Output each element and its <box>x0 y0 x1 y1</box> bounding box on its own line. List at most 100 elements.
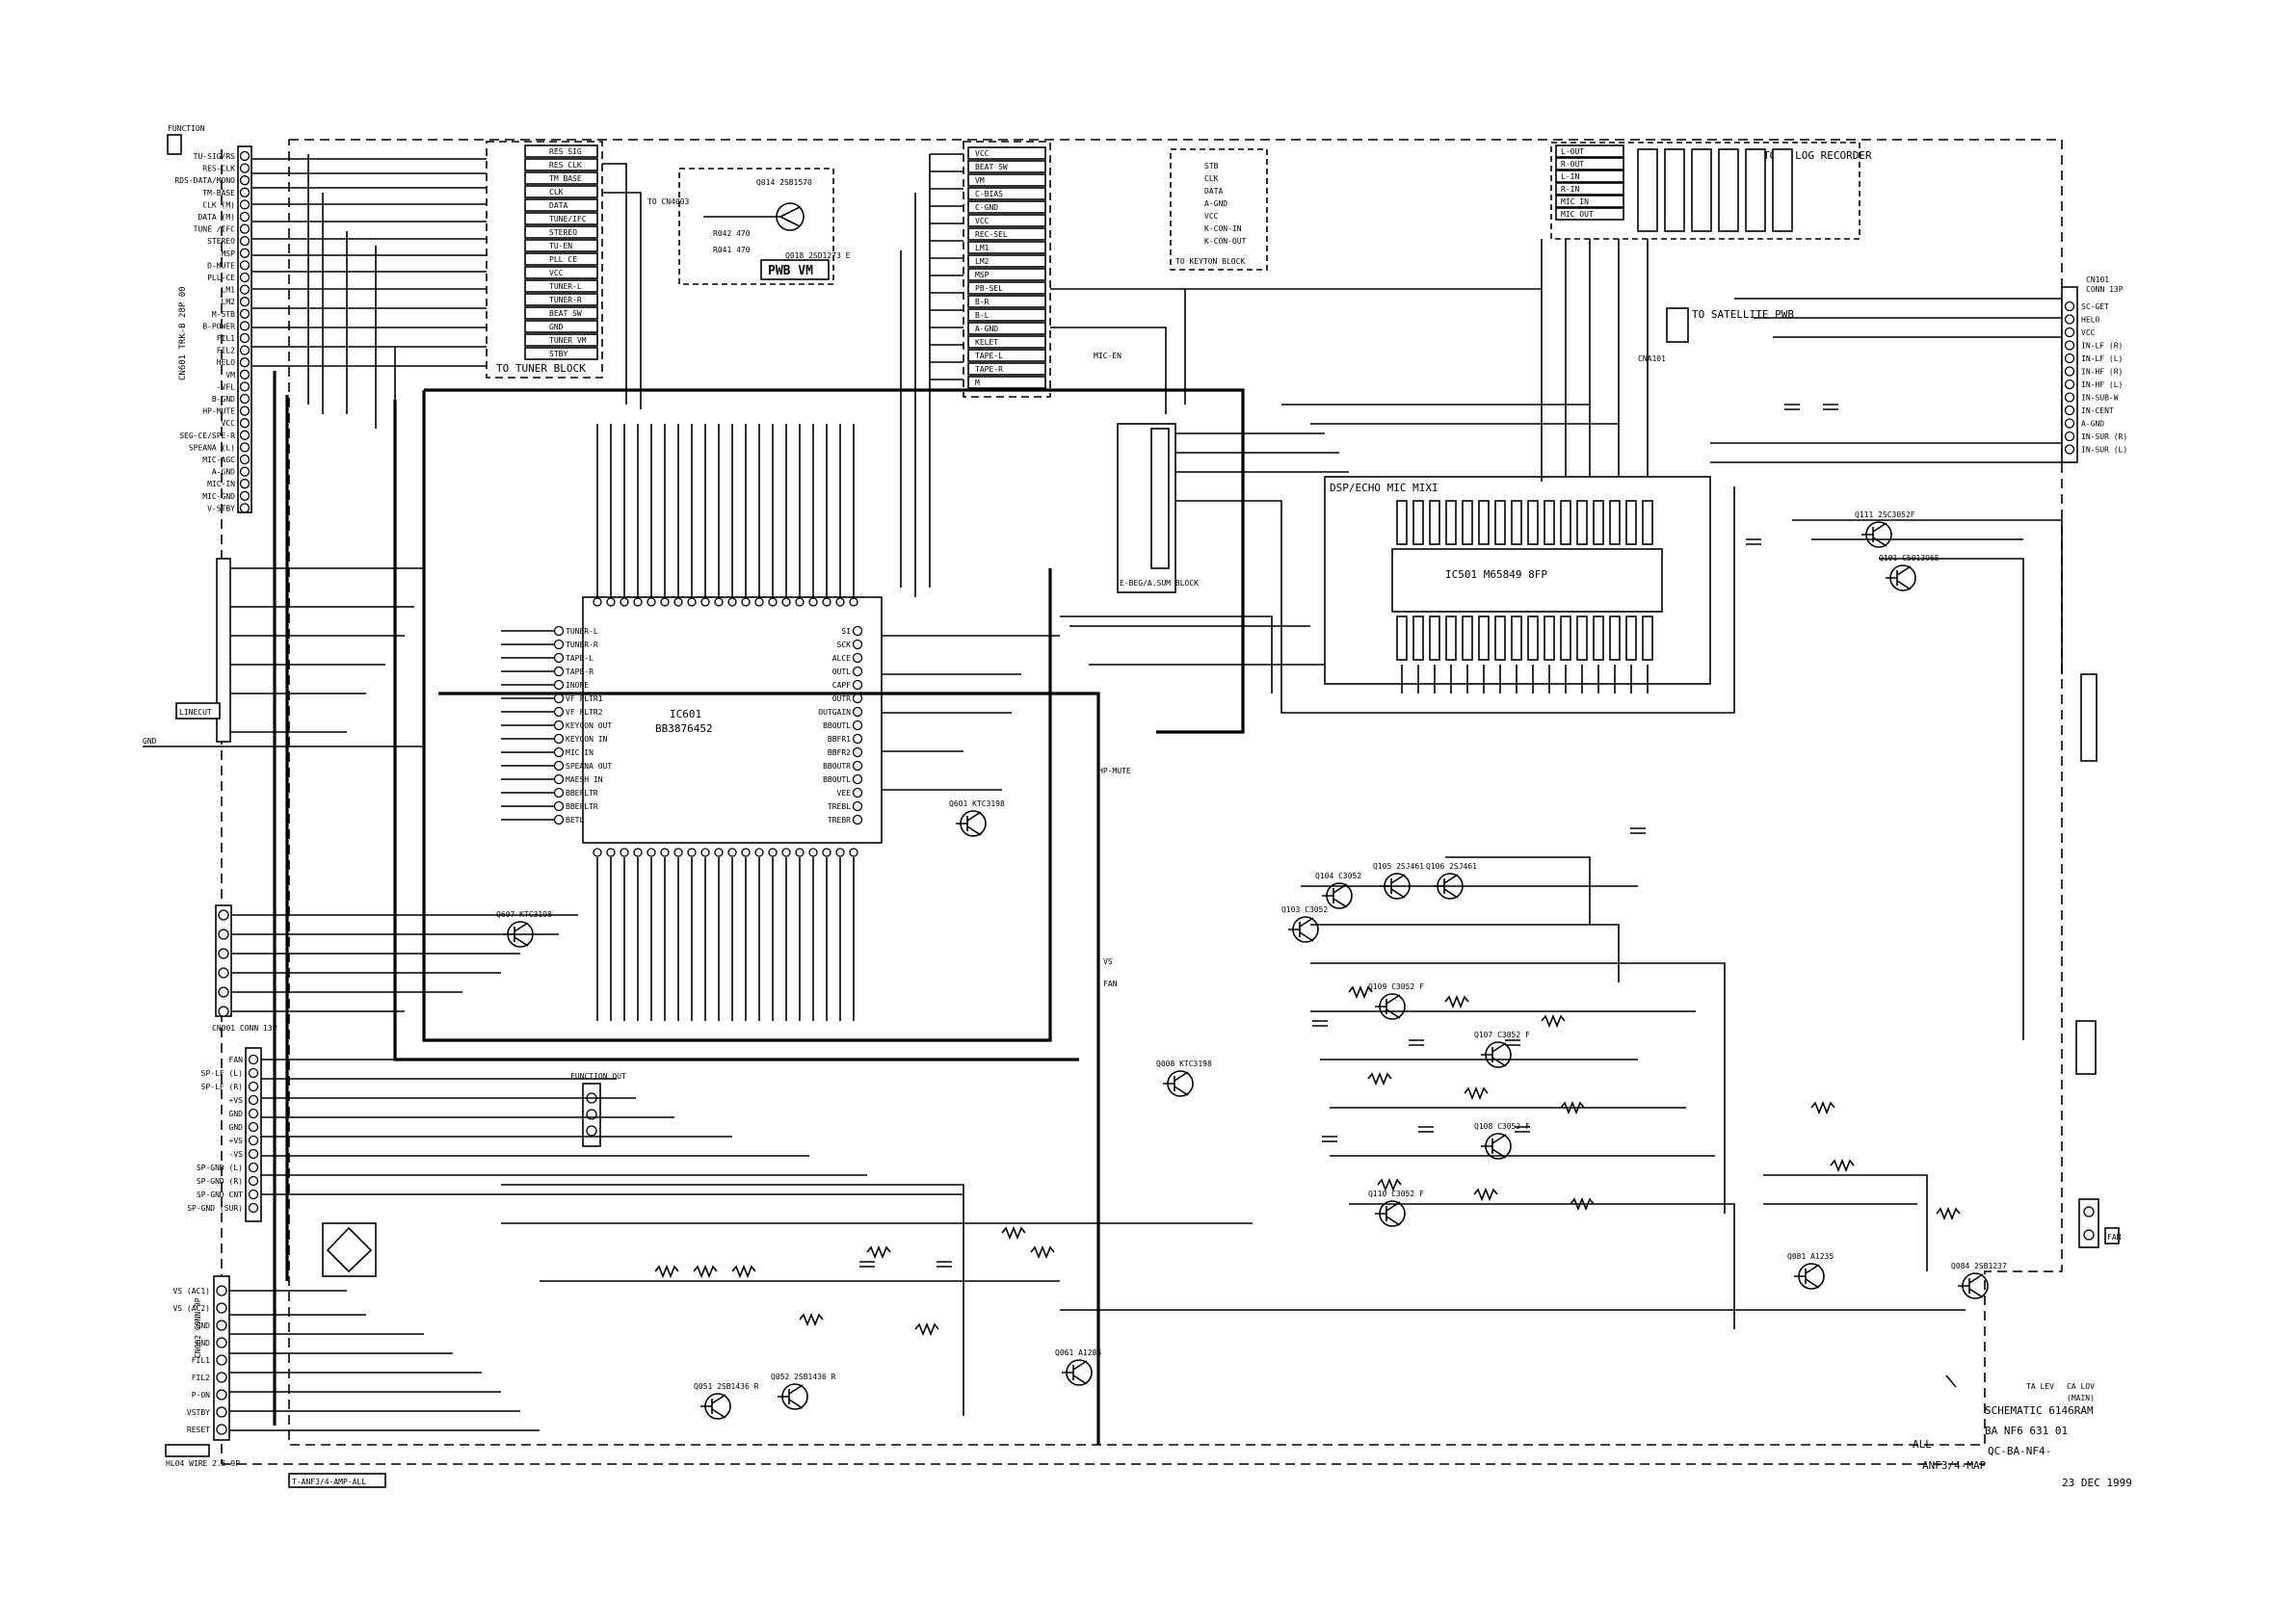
power-pin-label: FIL2 <box>192 1374 210 1382</box>
resistor-symbol <box>1030 1244 1055 1260</box>
left-pin-label: MIC-IN <box>207 480 235 488</box>
recorder-signal-box <box>1555 144 1624 158</box>
tape-signal: KELET <box>975 338 998 347</box>
power-pin-label: VSTBY <box>187 1408 210 1417</box>
tuner-signal-box <box>524 266 598 279</box>
left-pin-circle <box>239 187 251 197</box>
resistor-symbol <box>1936 1206 1961 1221</box>
ic601-bottom-pin <box>768 848 778 857</box>
ic601-bottom-pin <box>593 848 602 857</box>
left-pin-label: V-STBY <box>207 504 235 512</box>
keyton-block-label: TO KEYTON BLOCK <box>1175 257 1245 266</box>
right-pin-circle <box>2064 418 2075 429</box>
left-pin-circle <box>239 381 251 392</box>
left-pin-label: B-GND <box>212 395 235 404</box>
ic601-left-pin <box>553 814 565 825</box>
right-pin-label: IN-LF (L) <box>2081 354 2123 363</box>
left-pin-label: TM-BASE <box>202 189 235 197</box>
tape-signal-box <box>967 227 1046 241</box>
left-pin-circle <box>239 479 251 489</box>
left-pin-circle <box>239 272 251 283</box>
recorder-signal: MIC IN <box>1561 197 1589 206</box>
keyton-signal: K-CON-OUT <box>1204 237 1247 246</box>
tape-signal-box <box>967 254 1046 268</box>
ic601-left-pin <box>553 693 565 704</box>
ic601-right-pin <box>852 787 863 798</box>
resistor-symbol <box>1810 1100 1835 1115</box>
lower-left-pin-circle <box>248 1162 259 1173</box>
ic601-left-pin-label: VF FLTR2 <box>566 708 603 717</box>
tape-signal: VCC <box>975 217 990 225</box>
cn651-pin <box>218 948 229 959</box>
ic501-top-pin <box>1527 500 1539 545</box>
cn651-pin <box>218 986 229 998</box>
left-pin-label: -VFL <box>217 382 235 391</box>
pwb-vm-ref: TO CN4003 <box>647 197 690 206</box>
ic601-left-pin-label: KEYCON IN <box>566 735 608 744</box>
recorder-column <box>1718 148 1739 232</box>
tape-signal: REC-SEL <box>975 230 1008 239</box>
tuner-signal-box <box>524 198 598 212</box>
tuner-signal-box <box>524 171 598 185</box>
tape-signal-box <box>967 281 1046 295</box>
satellite-ref: CNA101 <box>1638 354 1666 363</box>
tape-signal: C-BIAS <box>975 190 1003 198</box>
tuner-signal-box <box>524 279 598 293</box>
resistor-symbol <box>1348 984 1373 1000</box>
pwb-transistor-1: Q014 2SB1570 <box>756 178 812 187</box>
capacitor-symbol <box>1505 1039 1520 1046</box>
left-pin-circle <box>239 223 251 234</box>
harness-label: HL04 WIRE 2.5-9P <box>166 1459 240 1468</box>
power-pin-label: GND <box>197 1339 211 1348</box>
tape-signal-box <box>967 187 1046 200</box>
tape-signal-box <box>967 241 1046 254</box>
transistor-label: Q109 C3052 F <box>1368 982 1424 991</box>
transistor-label: Q061 A1285 <box>1055 1348 1101 1357</box>
ic501-top-pin <box>1609 500 1621 545</box>
ic601-right-pin-label: TREBR <box>828 816 851 825</box>
ic601-bottom-pin <box>700 848 710 857</box>
ic501-top-pin <box>1462 500 1473 545</box>
right-pin-circle <box>2064 340 2075 351</box>
ic501-bottom-pin <box>1527 615 1539 661</box>
ic501-bottom-pin <box>1625 615 1637 661</box>
transistor-leads <box>1433 874 1459 899</box>
harness-ref: T-ANF3/4-AMP-ALL <box>292 1478 366 1486</box>
ic601-bottom-pin <box>660 848 670 857</box>
left-pin-circle <box>239 393 251 405</box>
lower-left-pin-circle <box>248 1189 259 1200</box>
tuner-signal: PLL CE <box>549 255 577 264</box>
ic601-left-pin-label: VF FLTR1 <box>566 694 603 703</box>
recorder-column <box>1664 148 1685 232</box>
ic501-bottom-pin <box>1544 615 1555 661</box>
transistor-leads <box>1322 883 1348 908</box>
ic601-bottom-pin <box>687 848 697 857</box>
satellite-block: TO SATELLITE PWB CNA101 <box>1638 307 1794 363</box>
power-pin-label: RESET <box>187 1426 210 1434</box>
fan-label: FAN <box>2107 1233 2122 1242</box>
tuner-signal-box <box>524 158 598 171</box>
left-pin-circle <box>239 490 251 501</box>
tape-signal-box <box>967 295 1046 308</box>
transistor-leads <box>1886 565 1912 590</box>
left-pin-label: FIL2 <box>217 347 235 355</box>
lower-left-pin-label: SP-LF (R) <box>201 1083 243 1091</box>
lower-left-pin-label: SP-GND (R) <box>197 1177 243 1186</box>
ic601-bottom-pin <box>727 848 737 857</box>
cn651-pin <box>218 909 229 921</box>
transistor-label: Q104 C3052 <box>1315 872 1361 880</box>
lower-left-pin-label: SP-GND (SUR) <box>187 1204 243 1213</box>
keyton-signal: DATA <box>1204 187 1223 196</box>
ic601-top-pin <box>687 597 697 607</box>
title-date: 23 DEC 1999 <box>2062 1477 2132 1489</box>
tuner-signal: TUNER-R <box>549 296 582 304</box>
tuner-signal-box <box>524 185 598 198</box>
recorder-signal-box <box>1555 157 1624 170</box>
resistor-symbol <box>1830 1158 1855 1173</box>
capacitor-symbol <box>937 1261 952 1268</box>
power-pin-label: FIL1 <box>192 1356 210 1365</box>
left-pin-circle <box>239 321 251 331</box>
ic601-left-pin <box>553 679 565 691</box>
keyton-block: TO KEYTON BLOCK STBCLKDATAA-GNDVCCK-CON-… <box>1170 148 1268 271</box>
